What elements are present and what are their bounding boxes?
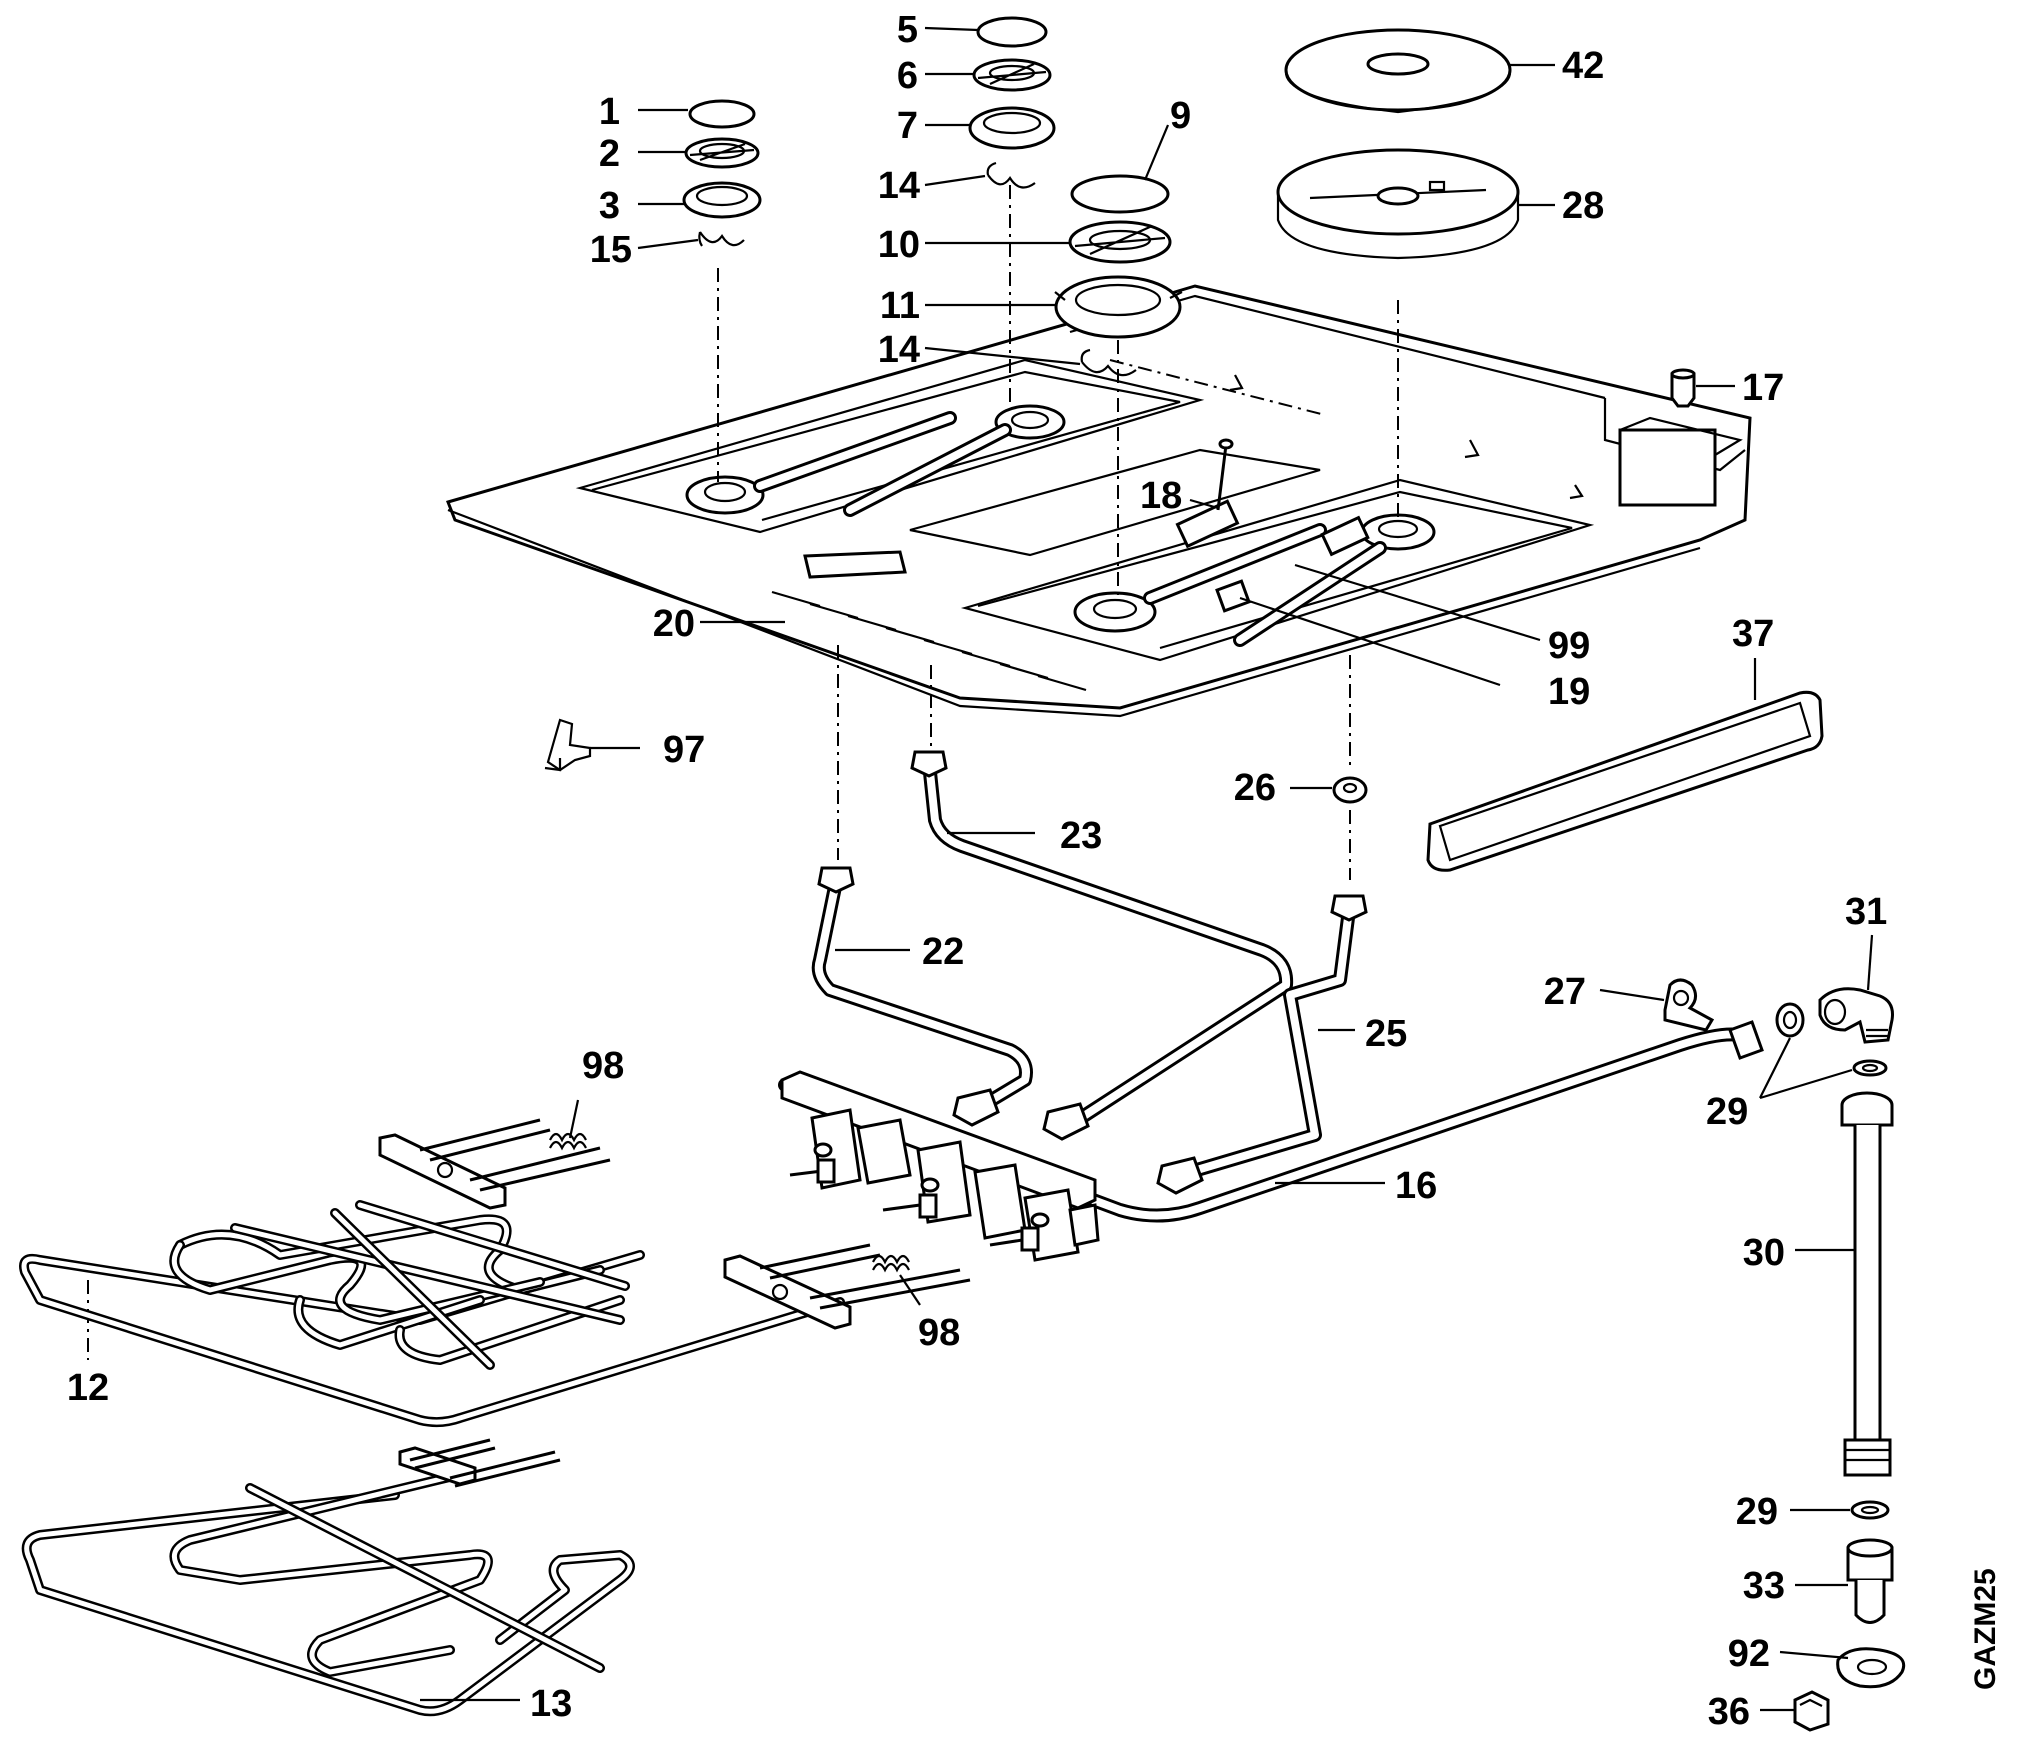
callout-92: 92 bbox=[1728, 1633, 1770, 1675]
leader-lines bbox=[420, 26, 1874, 1712]
callout-20: 20 bbox=[653, 603, 695, 645]
callout-11: 11 bbox=[880, 285, 920, 327]
burner-crown-6 bbox=[972, 58, 1052, 92]
callout-7: 7 bbox=[897, 105, 918, 147]
clip-14-upper bbox=[986, 161, 1036, 189]
callout-99: 99 bbox=[1548, 625, 1590, 667]
callout-16: 16 bbox=[1395, 1165, 1437, 1207]
burner-cap-42 bbox=[1284, 28, 1512, 114]
callout-9: 9 bbox=[1170, 95, 1191, 137]
callout-12: 12 bbox=[67, 1367, 109, 1409]
callout-14-lower: 14 bbox=[878, 329, 920, 371]
clip-36 bbox=[1793, 1690, 1830, 1732]
callout-36: 36 bbox=[1708, 1691, 1750, 1733]
callout-1: 1 bbox=[599, 91, 620, 133]
nut-26 bbox=[1332, 776, 1368, 804]
heating-element-13 bbox=[21, 1438, 635, 1717]
drawing-code: GAZM25 bbox=[1969, 1568, 2002, 1690]
gasket-37 bbox=[1426, 690, 1824, 872]
pipe-16 bbox=[778, 1027, 1747, 1223]
callout-10: 10 bbox=[878, 224, 920, 266]
clamp-27 bbox=[1663, 978, 1715, 1032]
callout-37: 37 bbox=[1732, 613, 1774, 655]
heating-element-12 bbox=[19, 1118, 971, 1428]
callout-33: 33 bbox=[1743, 1565, 1785, 1607]
callout-28: 28 bbox=[1562, 185, 1604, 227]
part-97 bbox=[544, 718, 592, 772]
burner-ring-11 bbox=[1054, 275, 1183, 339]
bracket-92 bbox=[1836, 1647, 1906, 1689]
callout-2: 2 bbox=[599, 133, 620, 175]
callout-29-upper: 29 bbox=[1706, 1091, 1748, 1133]
callout-15: 15 bbox=[590, 229, 632, 271]
burner-ring-small bbox=[682, 181, 762, 219]
pipe-23 bbox=[910, 750, 1294, 1132]
burner-crown-10 bbox=[1068, 220, 1172, 264]
vent-slots bbox=[771, 590, 1087, 692]
callout-98-upper: 98 bbox=[582, 1045, 624, 1087]
fitting-male-end bbox=[1728, 1020, 1764, 1060]
callout-14-upper: 14 bbox=[878, 165, 920, 207]
callout-42: 42 bbox=[1562, 45, 1604, 87]
callout-labels: 1 2 3 15 5 6 7 14 9 10 11 14 42 28 17 18… bbox=[67, 9, 1887, 1733]
callout-31: 31 bbox=[1845, 891, 1887, 933]
callout-26: 26 bbox=[1234, 767, 1276, 809]
burner-cap-5 bbox=[976, 16, 1048, 48]
callout-97: 97 bbox=[663, 729, 705, 771]
burner-crown-28 bbox=[1276, 148, 1520, 260]
callout-19: 19 bbox=[1548, 671, 1590, 713]
hob-plate bbox=[446, 284, 1752, 718]
burner-crown-small bbox=[684, 137, 760, 169]
washer-29-upper bbox=[1775, 1002, 1805, 1038]
elbow-31 bbox=[1818, 987, 1894, 1044]
callout-6: 6 bbox=[897, 55, 918, 97]
callout-3: 3 bbox=[599, 185, 620, 227]
callout-22: 22 bbox=[922, 931, 964, 973]
alignment-lines bbox=[87, 185, 1399, 1360]
callout-27: 27 bbox=[1544, 971, 1586, 1013]
pipe-22 bbox=[811, 866, 1033, 1127]
spring-98-lower bbox=[872, 1254, 910, 1273]
burner-cap-small bbox=[688, 99, 756, 129]
spring-98-upper bbox=[549, 1132, 587, 1151]
burner-ring-7 bbox=[968, 106, 1056, 150]
clip-14-lower bbox=[1080, 348, 1137, 377]
callout-23: 23 bbox=[1060, 815, 1102, 857]
callout-30: 30 bbox=[1743, 1232, 1785, 1274]
connector-33 bbox=[1846, 1538, 1894, 1624]
burner-cap-9 bbox=[1070, 174, 1170, 214]
callout-5: 5 bbox=[897, 9, 918, 51]
callout-29-lower: 29 bbox=[1736, 1491, 1778, 1533]
washer-29-lower bbox=[1850, 1500, 1890, 1520]
callout-17: 17 bbox=[1742, 367, 1784, 409]
callout-18: 18 bbox=[1140, 475, 1182, 517]
part-17 bbox=[1670, 368, 1696, 408]
callout-98-lower: 98 bbox=[918, 1312, 960, 1354]
callout-13: 13 bbox=[530, 1683, 572, 1725]
washer-29-mid bbox=[1852, 1059, 1888, 1077]
hose-30 bbox=[1840, 1091, 1894, 1477]
pipe-25 bbox=[1156, 894, 1368, 1195]
gas-valve-rail bbox=[780, 1070, 1100, 1262]
clip-15 bbox=[698, 231, 745, 247]
callout-25: 25 bbox=[1365, 1013, 1407, 1055]
